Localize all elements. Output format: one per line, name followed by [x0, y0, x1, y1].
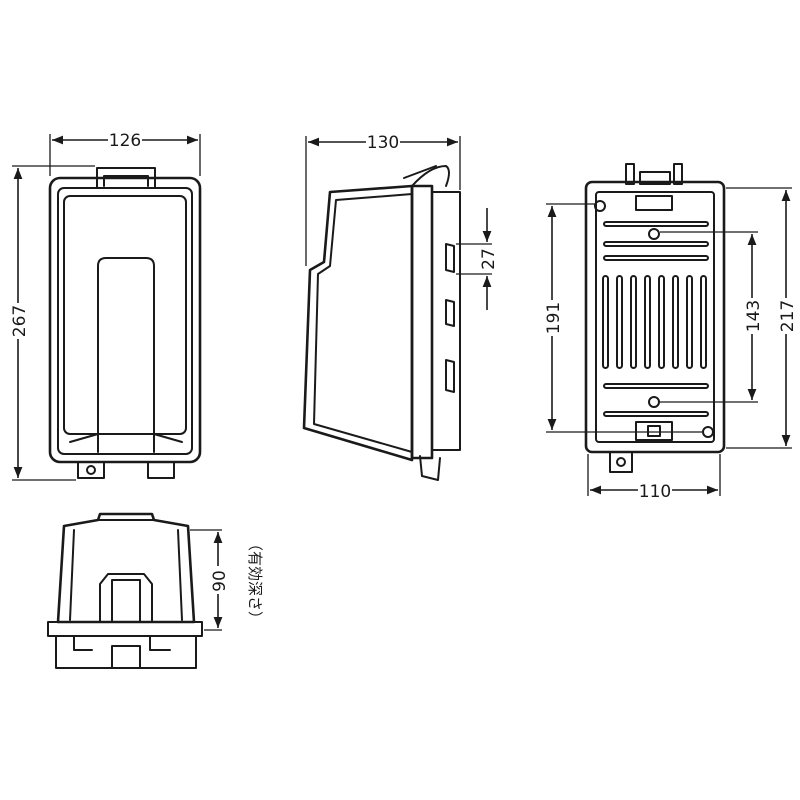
- dim-back-width: 110: [639, 482, 671, 502]
- dim-side-depth: 130: [367, 133, 399, 153]
- dim-bottom-depth-note: （有効深さ）: [246, 536, 264, 626]
- dim-back-inner-vertical: 143: [744, 300, 764, 332]
- dim-front-height: 267: [10, 305, 30, 337]
- bottom-view: 90 （有効深さ）: [47, 512, 264, 669]
- dim-side-slot: 27: [479, 248, 499, 270]
- dim-bottom-depth: 90: [210, 570, 230, 592]
- front-view: 126 267: [8, 128, 202, 481]
- back-view: 191 143 217 110: [542, 163, 798, 502]
- dim-back-hole-vertical: 191: [544, 302, 564, 334]
- dim-back-height: 217: [778, 300, 798, 332]
- dim-front-width: 126: [109, 131, 141, 151]
- side-view: 130 27: [302, 130, 499, 481]
